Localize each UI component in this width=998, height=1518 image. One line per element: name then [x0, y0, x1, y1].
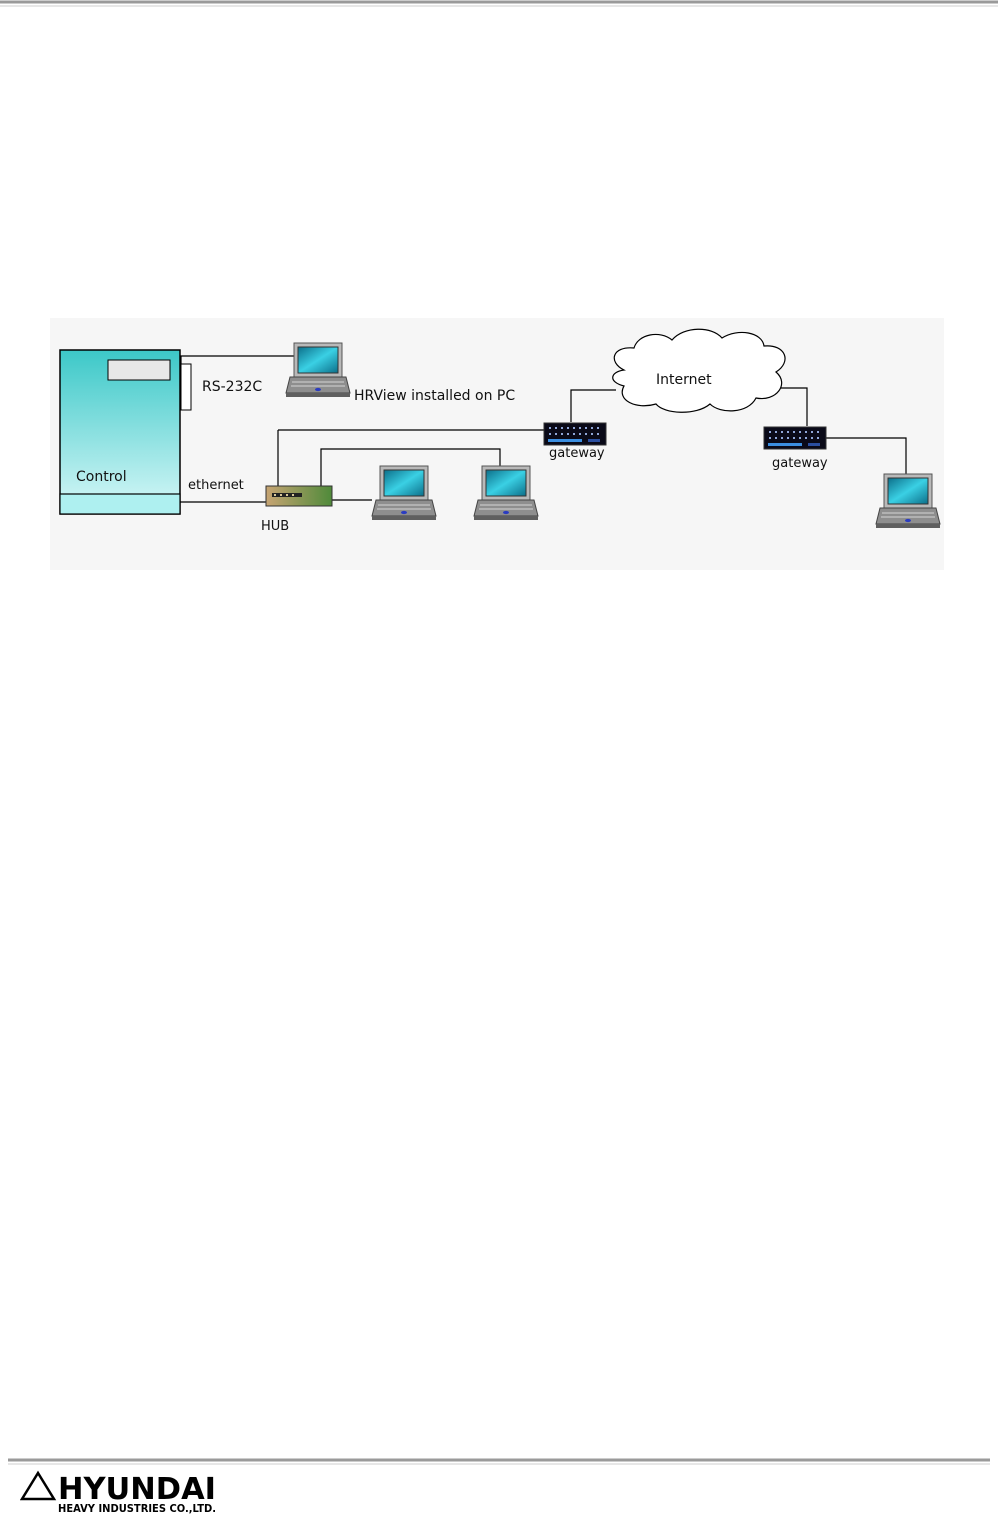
- hub-label: HUB: [261, 519, 289, 534]
- internet-label: Internet: [656, 372, 712, 388]
- local-laptop-icon-2: [473, 465, 539, 521]
- local-laptop-icon-1: [371, 465, 437, 521]
- internet-cloud-icon: [612, 328, 786, 413]
- gateway-left-icon: [543, 422, 607, 446]
- control-cabinet: [59, 349, 192, 515]
- hyundai-logo: HYUNDAI HEAVY INDUSTRIES CO.,LTD.: [19, 1470, 230, 1515]
- gateway-left-label: gateway: [549, 446, 605, 461]
- hrview-laptop-icon: [285, 342, 351, 398]
- network-diagram: Control RS-232C ethernet HRView installe…: [50, 318, 944, 570]
- brand-name: HYUNDAI: [58, 1472, 216, 1507]
- logo-triangle-icon: [19, 1470, 57, 1501]
- rs232-label: RS-232C: [202, 379, 262, 395]
- gateway-right-icon: [763, 426, 827, 450]
- control-label: Control: [76, 469, 127, 485]
- remote-laptop-icon: [875, 473, 941, 529]
- top-page-rule: [0, 0, 998, 7]
- hrview-label: HRView installed on PC: [354, 388, 515, 404]
- gateway-right-label: gateway: [772, 456, 828, 471]
- hub-icon: [265, 485, 333, 507]
- footer-rule: [8, 1458, 990, 1465]
- ethernet-label: ethernet: [188, 478, 244, 493]
- brand-subtitle: HEAVY INDUSTRIES CO.,LTD.: [58, 1503, 216, 1514]
